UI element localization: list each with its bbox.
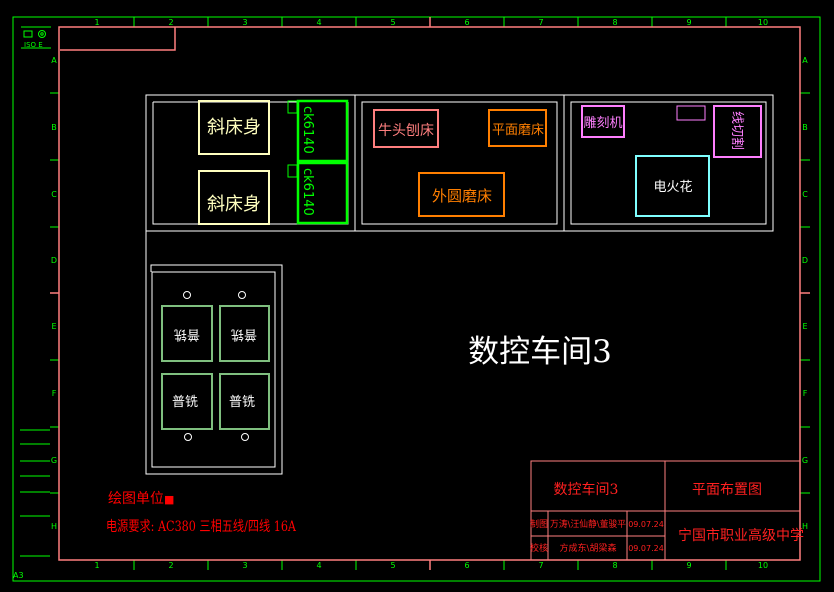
lathe-bed-1 bbox=[198, 100, 270, 155]
mill-2-motor bbox=[238, 291, 246, 299]
engraver-label: 雕刻机 bbox=[583, 116, 622, 131]
inner-frame bbox=[58, 26, 801, 561]
lathe-bed-2-label: 斜床身 bbox=[207, 194, 261, 215]
col-label-top: 3 bbox=[242, 18, 247, 27]
shaper bbox=[373, 109, 439, 148]
mill-4-motor bbox=[241, 433, 249, 441]
size-label: A3 bbox=[13, 571, 24, 580]
col-label-top: 6 bbox=[464, 18, 469, 27]
universal-mill-3-label: 普铣 bbox=[172, 395, 198, 410]
cylindrical-grinder-label: 外圆磨床 bbox=[432, 187, 492, 205]
row-label-left: H bbox=[51, 522, 57, 531]
title-checked-date: 09.07.24 bbox=[628, 544, 664, 553]
title-checked-by: 方成东\胡梁森 bbox=[559, 542, 616, 554]
row-label-left: A bbox=[51, 56, 57, 65]
room2-inner bbox=[361, 101, 558, 225]
universal-mill-4-label: 普铣 bbox=[229, 395, 255, 410]
surface-grinder-label: 平面磨床 bbox=[492, 123, 544, 138]
inverted-title-box bbox=[60, 27, 176, 51]
title-school: 宁国市职业高级中学 bbox=[678, 527, 804, 544]
left-margin-lines bbox=[20, 429, 50, 557]
mill-3-motor bbox=[184, 433, 192, 441]
title-drawn-by: 万涛\汪仙静\董骏平 bbox=[550, 518, 626, 530]
row-label-left: F bbox=[52, 389, 57, 398]
universal-mill-4 bbox=[219, 373, 270, 430]
row-label-right: F bbox=[803, 389, 808, 398]
col-label-top: 9 bbox=[686, 18, 691, 27]
col-label-bottom: 2 bbox=[168, 561, 173, 570]
universal-mill-1 bbox=[161, 305, 213, 362]
lathe-bed-2 bbox=[198, 170, 270, 225]
row-label-right: D bbox=[802, 256, 808, 265]
ck6140-1 bbox=[296, 99, 349, 163]
ck6140-2-label: ck6140 bbox=[300, 168, 315, 216]
iso-label: ISO E bbox=[24, 41, 43, 49]
drawing-unit-value: ■ bbox=[164, 493, 174, 506]
col-label-top: 1 bbox=[94, 18, 99, 27]
shaper-label: 牛头刨床 bbox=[378, 123, 434, 139]
col-label-top: 2 bbox=[168, 18, 173, 27]
title-sheet-type: 平面布置图 bbox=[692, 482, 762, 498]
col-label-bottom: 1 bbox=[94, 561, 99, 570]
wire-cut-controller bbox=[676, 105, 706, 121]
drawing-unit-label: 绘图单位: bbox=[108, 491, 169, 507]
row-label-left: B bbox=[51, 123, 57, 132]
title-checked-label: 校核 bbox=[530, 542, 548, 554]
top-building-outline bbox=[145, 94, 774, 232]
wire-cut bbox=[713, 105, 762, 158]
room4-outline bbox=[145, 231, 283, 475]
col-label-top: 10 bbox=[758, 18, 768, 27]
mill-1-motor bbox=[183, 291, 191, 299]
col-label-bottom: 8 bbox=[612, 561, 617, 570]
col-label-top: 4 bbox=[316, 18, 321, 27]
row-label-right: C bbox=[802, 190, 808, 199]
universal-mill-2 bbox=[219, 305, 270, 362]
col-label-top: 7 bbox=[538, 18, 543, 27]
col-label-bottom: 4 bbox=[316, 561, 321, 570]
row-label-right: A bbox=[802, 56, 808, 65]
edm-label: 电火花 bbox=[653, 179, 692, 195]
row-label-left: E bbox=[51, 322, 56, 331]
col-label-bottom: 10 bbox=[758, 561, 768, 570]
row-label-right: H bbox=[802, 522, 808, 531]
room3-inner bbox=[570, 101, 767, 225]
ck6140-1-motor bbox=[287, 100, 298, 114]
col-label-bottom: 9 bbox=[686, 561, 691, 570]
title-drawing-name: 数控车间3 bbox=[554, 481, 619, 498]
title-drawn-label: 制图 bbox=[530, 518, 548, 530]
row-label-right: E bbox=[802, 322, 807, 331]
row-label-right: G bbox=[802, 456, 808, 465]
col-label-top: 5 bbox=[390, 18, 395, 27]
col-label-bottom: 7 bbox=[538, 561, 543, 570]
workshop-title: 数控车间3 bbox=[468, 334, 612, 370]
power-requirement: 电源要求: AC380 三相五线/四线 16A bbox=[106, 519, 297, 535]
projection-symbol-icon bbox=[21, 26, 51, 49]
surface-grinder bbox=[488, 109, 547, 147]
row-label-right: B bbox=[802, 123, 808, 132]
engraver bbox=[581, 105, 625, 138]
lathe-bed-1-label: 斜床身 bbox=[207, 117, 261, 138]
col-label-bottom: 3 bbox=[242, 561, 247, 570]
room4-inner bbox=[151, 271, 276, 468]
universal-mill-3 bbox=[161, 373, 213, 430]
outer-border bbox=[12, 16, 821, 582]
edm bbox=[635, 155, 710, 217]
row-label-left: C bbox=[51, 190, 57, 199]
col-label-top: 8 bbox=[612, 18, 617, 27]
ck6140-2 bbox=[296, 161, 349, 225]
universal-mill-1-label: 普铣 bbox=[174, 327, 200, 342]
cylindrical-grinder bbox=[418, 172, 505, 217]
col-label-bottom: 5 bbox=[390, 561, 395, 570]
title-block bbox=[530, 460, 801, 561]
ck6140-2-motor bbox=[287, 164, 298, 178]
row-label-left: G bbox=[51, 456, 57, 465]
row-label-left: D bbox=[51, 256, 57, 265]
title-drawn-date: 09.07.24 bbox=[628, 520, 664, 529]
col-label-bottom: 6 bbox=[464, 561, 469, 570]
wire-cut-label: 线切割 bbox=[729, 111, 745, 150]
ck6140-1-label: ck6140 bbox=[300, 106, 315, 154]
universal-mill-2-label: 普铣 bbox=[231, 327, 257, 342]
